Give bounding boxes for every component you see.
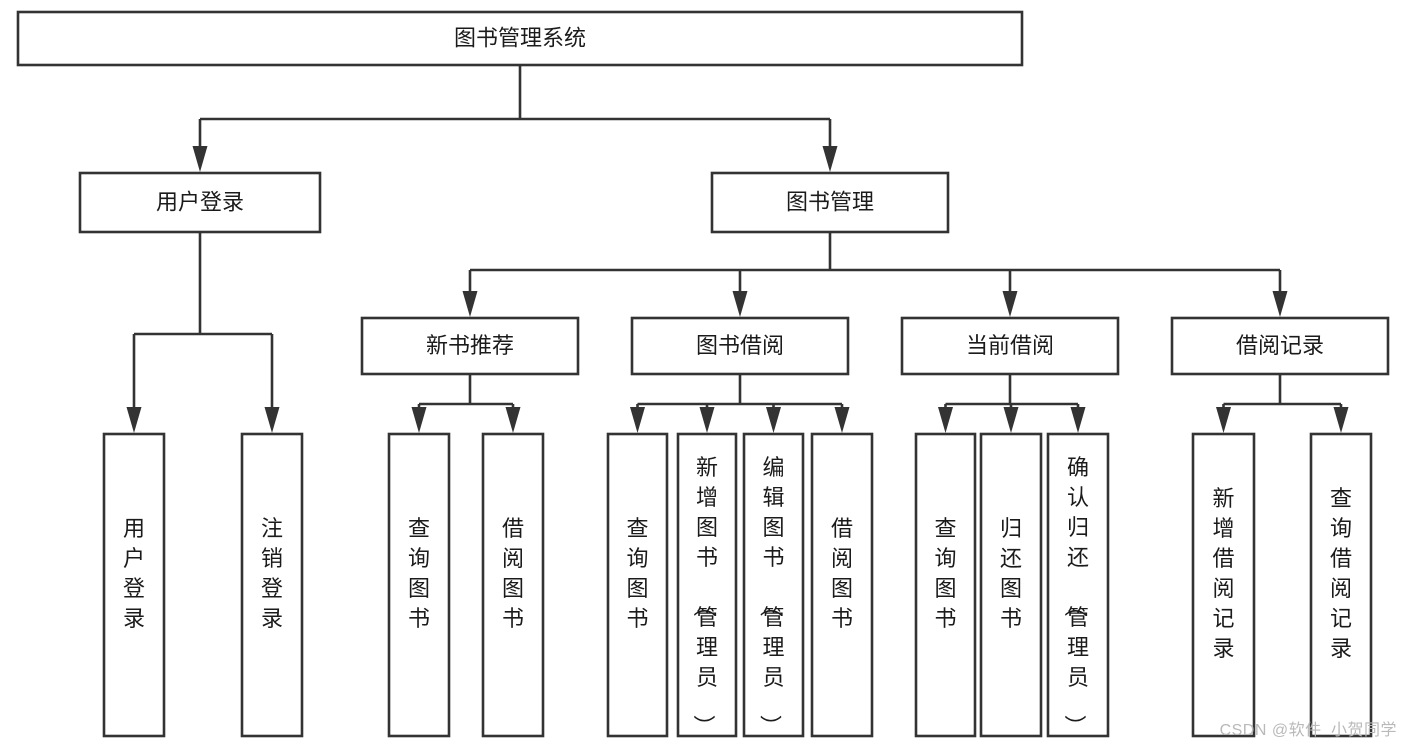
node-label: 借阅图书 [831, 516, 853, 631]
node-label: 当前借阅 [966, 333, 1054, 358]
node-label: 图书管理系统 [454, 25, 586, 50]
arrow-head-icon [1070, 407, 1086, 433]
node-label: 借阅图书 [502, 516, 524, 631]
node-label: 查询图书 [408, 516, 430, 631]
arrow-head-icon [699, 407, 715, 433]
node-label: 查询借阅记录 [1330, 486, 1352, 661]
node-label: 用户登录 [123, 516, 145, 631]
node-label: 新增借阅记录 [1212, 486, 1234, 661]
node-label: 新增图书（管理员） [691, 455, 718, 737]
node-box[interactable] [676, 432, 738, 738]
node-layer: 图书管理系统用户登录图书管理新书推荐图书借阅当前借阅借阅记录用户登录注销登录查询… [16, 10, 1390, 738]
node-box[interactable] [102, 432, 166, 738]
node-box[interactable] [710, 171, 950, 234]
node-new-book-rec[interactable]: 新书推荐 [360, 316, 580, 376]
node-label: 图书管理 [786, 189, 874, 214]
node-root[interactable]: 图书管理系统 [16, 10, 1024, 67]
arrow-head-icon [1272, 291, 1288, 317]
node-box[interactable] [914, 432, 977, 738]
arrow-head-icon [462, 291, 478, 317]
node-box[interactable] [78, 171, 322, 234]
node-leaf-borrow-book-rec[interactable]: 借阅图书 [481, 432, 545, 738]
node-label: 归还图书 [1000, 516, 1022, 631]
arrow-head-icon [1216, 407, 1231, 433]
arrow-head-icon [1003, 407, 1019, 433]
node-leaf-logout[interactable]: 注销登录 [240, 432, 304, 738]
node-label: 查询图书 [626, 516, 648, 631]
node-leaf-query-book-rec[interactable]: 查询图书 [387, 432, 451, 738]
node-box[interactable] [810, 432, 874, 738]
node-box[interactable] [630, 316, 850, 376]
node-book-borrow[interactable]: 图书借阅 [630, 316, 850, 376]
node-leaf-query-record[interactable]: 查询借阅记录 [1309, 432, 1373, 738]
node-box[interactable] [1309, 432, 1373, 738]
node-leaf-query-book-cur[interactable]: 查询图书 [914, 432, 977, 738]
node-leaf-user-login[interactable]: 用户登录 [102, 432, 166, 738]
arrow-head-icon [938, 407, 953, 433]
node-leaf-return-book[interactable]: 归还图书 [979, 432, 1043, 738]
arrow-head-icon [1333, 407, 1349, 433]
node-box[interactable] [606, 432, 669, 738]
arrow-head-icon [126, 407, 142, 433]
node-leaf-borrow-book[interactable]: 借阅图书 [810, 432, 874, 738]
node-label: 注销登录 [261, 516, 283, 631]
node-box[interactable] [979, 432, 1043, 738]
arrow-head-icon [264, 407, 280, 433]
node-box[interactable] [360, 316, 580, 376]
arrow-head-icon [505, 407, 521, 433]
node-box[interactable] [481, 432, 545, 738]
node-leaf-edit-book[interactable]: 编辑图书（管理员） [742, 432, 805, 738]
arrow-head-icon [192, 146, 208, 172]
arrow-head-icon [822, 146, 838, 172]
node-leaf-add-book[interactable]: 新增图书（管理员） [676, 432, 738, 738]
arrow-head-icon [766, 407, 781, 433]
arrow-head-icon [732, 291, 748, 317]
node-label: 编辑图书（管理员） [757, 455, 784, 737]
node-current-borrow[interactable]: 当前借阅 [900, 316, 1120, 376]
node-box[interactable] [1170, 316, 1390, 376]
node-box[interactable] [742, 432, 805, 738]
node-book-manage[interactable]: 图书管理 [710, 171, 950, 234]
node-label: 用户登录 [156, 189, 244, 214]
node-user-login[interactable]: 用户登录 [78, 171, 322, 234]
node-label: 图书借阅 [696, 333, 784, 358]
arrow-head-icon [1002, 291, 1018, 317]
node-box[interactable] [240, 432, 304, 738]
node-borrow-record[interactable]: 借阅记录 [1170, 316, 1390, 376]
node-box[interactable] [16, 10, 1024, 67]
node-label: 借阅记录 [1236, 333, 1324, 358]
arrow-head-icon [834, 407, 850, 433]
node-leaf-add-record[interactable]: 新增借阅记录 [1191, 432, 1256, 738]
edge-layer [126, 65, 1349, 433]
node-box[interactable] [900, 316, 1120, 376]
node-label: 新书推荐 [426, 333, 514, 358]
node-leaf-query-book-borrow[interactable]: 查询图书 [606, 432, 669, 738]
node-leaf-confirm-return[interactable]: 确认归还（管理员） [1046, 432, 1110, 738]
arrow-head-icon [630, 407, 645, 433]
node-label: 确认归还（管理员） [1062, 455, 1089, 737]
node-box[interactable] [387, 432, 451, 738]
node-box[interactable] [1046, 432, 1110, 738]
node-label: 查询图书 [934, 516, 956, 631]
node-box[interactable] [1191, 432, 1256, 738]
arrow-head-icon [411, 407, 427, 433]
